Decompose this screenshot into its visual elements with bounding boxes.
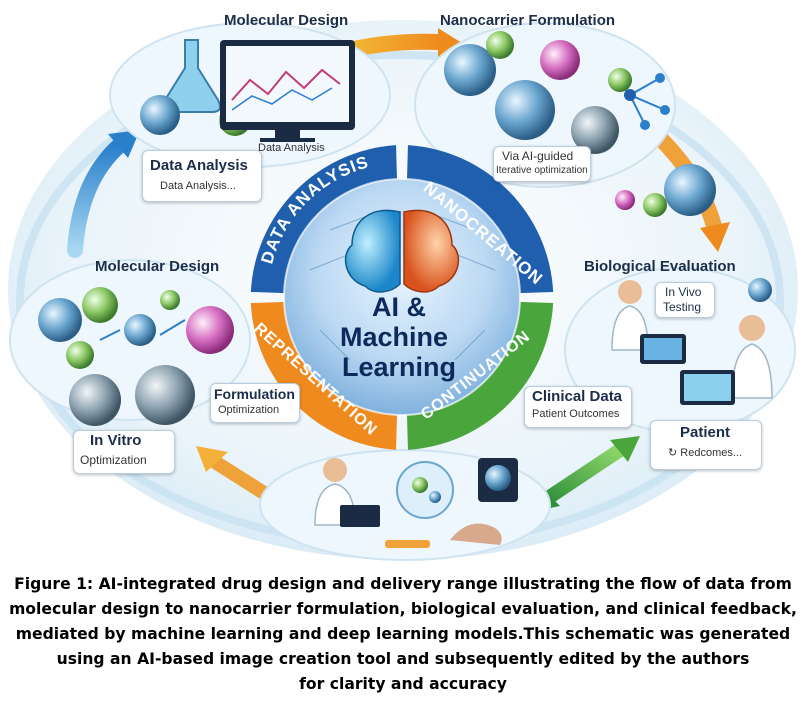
label-patient: Patient (680, 424, 731, 441)
label-ai-guided-line2: Iterative optimization (496, 165, 588, 176)
label-formulation-line1: Formulation (214, 386, 295, 402)
label-clinical-data: Clinical Data (532, 388, 623, 405)
ring-segment-representation (250, 301, 397, 450)
label-molecular-design-left: Molecular Design (95, 258, 220, 275)
ai-core (283, 178, 521, 416)
label-redcomes: ↻ Redcomes... (668, 447, 743, 459)
label-data-analysis: Data Analysis (150, 157, 248, 174)
label-formulation-line2: Optimization (218, 404, 280, 416)
clinical-data-card (524, 386, 632, 428)
ring-segment-data-analysis (250, 145, 397, 294)
label-data-analysis-sub: Data Analysis... (160, 180, 236, 192)
ring-segment-continuation (407, 301, 554, 450)
ai-guided-card (493, 146, 591, 182)
workflow-diagram: DATA ANALYSIS NANOCREATION REPRESENTATIO… (8, 12, 798, 561)
caption-line-4: using an AI-based image creation tool an… (56, 650, 750, 668)
molecular-cluster-illustration (9, 259, 251, 426)
label-ai-guided-line1: Via AI-guided (502, 149, 574, 163)
label-patient-outcomes: Patient Outcomes (532, 408, 620, 420)
nanocarrier-illustration (414, 22, 716, 217)
in-vivo-card (655, 282, 715, 318)
brain-left-icon (344, 209, 401, 293)
data-analysis-card (142, 150, 262, 202)
molecular-design-illustration (109, 22, 391, 168)
label-in-vivo-line2: Testing (663, 300, 702, 314)
ring-segment-nanocreation (407, 145, 554, 294)
label-in-vitro-line2: Optimization (80, 453, 147, 467)
label-molecular-design-top: Molecular Design (224, 12, 349, 29)
figure-caption: Figure 1: AI-integrated drug design and … (0, 572, 806, 697)
caption-line-3: mediated by machine learning and deep le… (15, 625, 791, 643)
brain-right-icon (403, 209, 460, 293)
label-in-vivo-line1: In Vivo (665, 285, 702, 299)
label-data-analysis-monitor: Data Analysis (258, 142, 325, 154)
center-title-line1: AI & (372, 292, 426, 322)
patient-card (650, 420, 762, 470)
label-in-vitro-line1: In Vitro (90, 432, 142, 449)
in-vitro-card (73, 430, 175, 474)
arrow-left-flow (67, 137, 128, 258)
in-vitro-illustration (259, 449, 551, 561)
caption-line-1: Figure 1: AI-integrated drug design and … (14, 575, 792, 593)
formulation-card (210, 383, 300, 423)
label-biological-evaluation: Biological Evaluation (584, 258, 736, 275)
arrow-bottom-right-flow (538, 443, 627, 507)
center-title-line3: Learning (342, 352, 457, 382)
caption-line-5: for clarity and accuracy (299, 675, 507, 693)
label-nanocarrier-formulation: Nanocarrier Formulation (440, 12, 616, 29)
caption-line-2: molecular design to nanocarrier formulat… (9, 600, 797, 618)
center-title-line2: Machine (340, 322, 449, 352)
